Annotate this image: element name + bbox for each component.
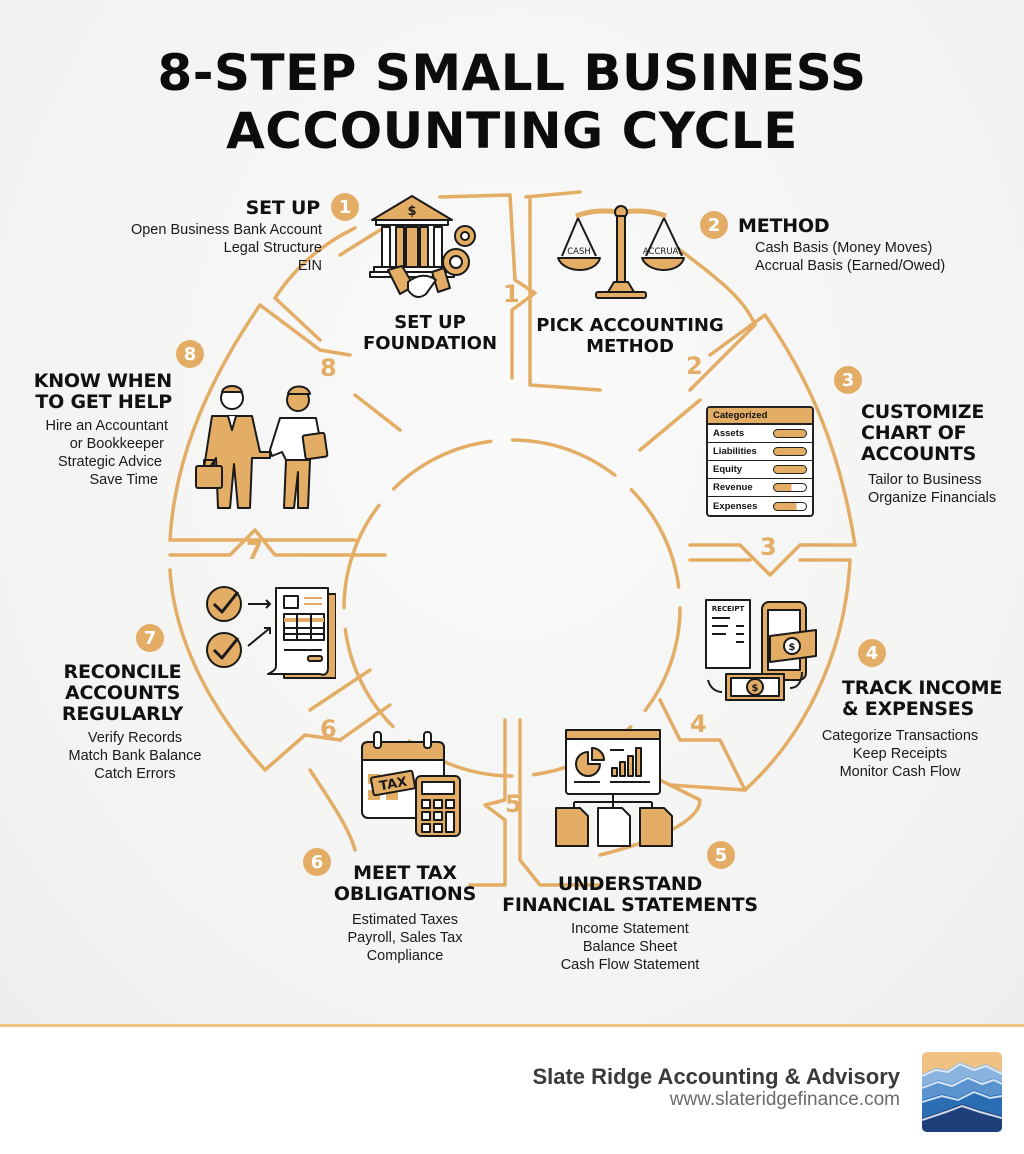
mountain-waves-logo [922,1052,1002,1132]
scale-accrual-label: ACCRUAL [643,247,683,257]
step-2-inner-label: PICK ACCOUNTING METHOD [536,315,724,357]
page-background [0,0,1024,1025]
chart-of-accounts-icon: Categorized Assets Liabilities Equity Re… [706,406,814,517]
ring-number-3: 3 [760,533,777,561]
step-6-heading: MEET TAX OBLIGATIONS [333,862,477,905]
dashboard-reports-icon [555,729,673,847]
step-3-details: Tailor to Business Organize Financials [868,472,997,506]
scale-cash-label: CASH [567,247,591,257]
step-5-heading: UNDERSTAND FINANCIAL STATEMENTS [502,873,758,916]
step-2-details: Cash Basis (Money Moves) Accrual Basis (… [755,240,946,274]
step-1-badge: 1 [331,193,359,221]
coa-row: Expenses [708,497,812,515]
step-4-details: Categorize Transactions Keep Receipts Mo… [821,728,979,780]
step-6-details: Estimated Taxes Payroll, Sales Tax Compl… [347,912,463,964]
coa-row: Liabilities [708,443,812,461]
ring-number-7: 7 [246,537,263,565]
receipt-phone-cash-icon: RECEIPT $ $ [705,599,817,701]
coa-row: Assets [708,425,812,443]
svg-text:$: $ [789,642,796,653]
ring-number-1: 1 [503,280,520,308]
coa-row: Equity [708,461,812,479]
step-2-badge: 2 [700,211,728,239]
footer-divider [0,1024,1024,1027]
step-4-badge: 4 [858,639,886,667]
step-7-details: Verify Records Match Bank Balance Catch … [68,730,202,782]
svg-text:$: $ [407,204,416,219]
step-1-details: Open Business Bank Account Legal Structu… [130,222,322,274]
checkmarks-bank-statement-icon [206,586,336,679]
footer [0,1027,1024,1154]
company-name: Slate Ridge Accounting & Advisory [532,1064,900,1089]
step-3-badge: 3 [834,366,862,394]
coa-row: Revenue [708,479,812,497]
company-url[interactable]: www.slateridgefinance.com [669,1089,900,1110]
step-1-inner-label: SET UP FOUNDATION [362,312,498,354]
step-1-heading: SET UP [245,197,321,219]
step-8-details: Hire an Accountant or Bookkeeper Strateg… [45,418,168,488]
ring-number-6: 6 [320,715,337,743]
scales-icon: CASH ACCRUAL [557,205,685,299]
title-line-1: 8-STEP SMALL BUSINESS [157,44,867,102]
step-8-badge: 8 [176,340,204,368]
step-3-heading: CUSTOMIZE CHART OF ACCOUNTS [861,401,985,465]
step-7-heading: RECONCILE ACCOUNTS REGULARLY [61,661,184,725]
step-5-badge: 5 [707,841,735,869]
title-line-2: ACCOUNTING CYCLE [226,102,798,160]
cycle-ring [168,190,857,887]
step-2-heading: METHOD [738,215,830,237]
svg-text:$: $ [752,683,759,694]
step-6-badge: 6 [303,848,331,876]
ring-number-8: 8 [320,354,337,382]
step-8-heading: KNOW WHEN TO GET HELP [33,370,172,413]
step-4-heading: TRACK INCOME & EXPENSES [842,677,1003,720]
tax-label: TAX [378,775,408,795]
step-7-badge: 7 [136,624,164,652]
ring-number-4: 4 [690,710,707,738]
page-title: 8-STEP SMALL BUSINESS ACCOUNTING CYCLE [0,44,1024,160]
receipt-label: RECEIPT [712,605,745,613]
handshake-people-icon [195,385,329,509]
tax-calendar-calculator-icon: TAX [361,731,461,837]
ring-number-2: 2 [686,352,703,380]
step-5-details: Income Statement Balance Sheet Cash Flow… [560,921,700,973]
ring-number-5: 5 [505,790,522,818]
bank-handshake-gears-icon: $ [369,195,476,298]
coa-header: Categorized [708,408,812,425]
